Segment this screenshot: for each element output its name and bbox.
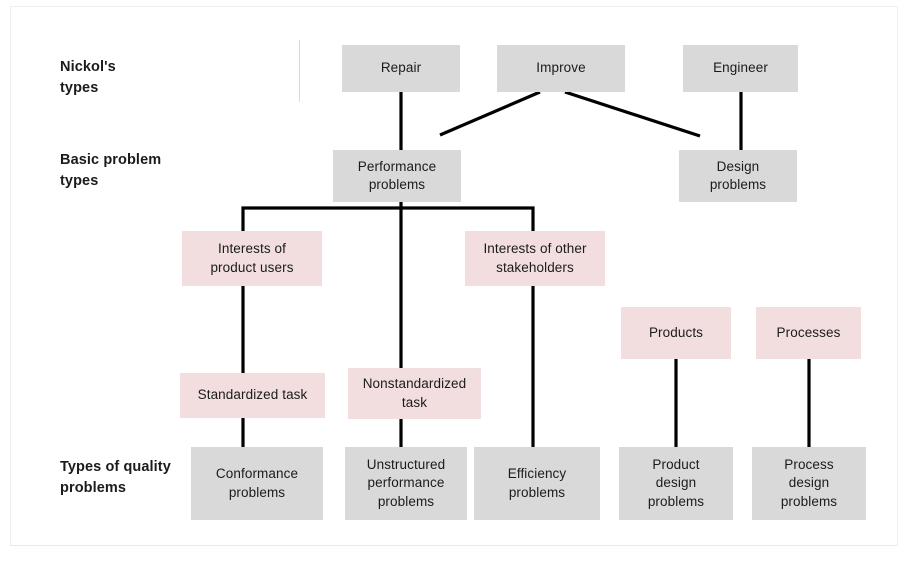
node-repair[interactable]: Repair: [342, 45, 460, 92]
node-design-problems[interactable]: Design problems: [679, 150, 797, 202]
node-conformance-problems[interactable]: Conformance problems: [191, 447, 323, 520]
row-label-types-of-quality-problems: Types of quality problems: [60, 459, 171, 497]
node-standardized-task[interactable]: Standardized task: [180, 373, 325, 418]
column-divider-line: [299, 40, 300, 102]
link-performance-bus-left: [241, 202, 403, 231]
row-label-basic-problem-types: Basic problem types: [60, 152, 162, 190]
link-improve-to-performance: [439, 90, 541, 137]
row-label-nickols-types: Nickol's types: [60, 59, 116, 97]
node-improve[interactable]: Improve: [497, 45, 625, 92]
node-engineer[interactable]: Engineer: [683, 45, 798, 92]
node-unstructured-performance-problems[interactable]: Unstructured performance problems: [345, 447, 467, 520]
node-processes[interactable]: Processes: [756, 307, 861, 359]
link-improve-to-design: [564, 90, 701, 138]
node-products[interactable]: Products: [621, 307, 731, 359]
node-nonstandardized-task[interactable]: Nonstandardized task: [348, 368, 481, 419]
node-performance-problems[interactable]: Performance problems: [333, 150, 461, 202]
node-efficiency-problems[interactable]: Efficiency problems: [474, 447, 600, 520]
node-product-design-problems[interactable]: Product design problems: [619, 447, 733, 520]
node-interests-of-other-stakeholders[interactable]: Interests of other stakeholders: [465, 231, 605, 286]
node-process-design-problems[interactable]: Process design problems: [752, 447, 866, 520]
node-interests-of-product-users[interactable]: Interests of product users: [182, 231, 322, 286]
link-performance-bus-right: [401, 206, 535, 231]
